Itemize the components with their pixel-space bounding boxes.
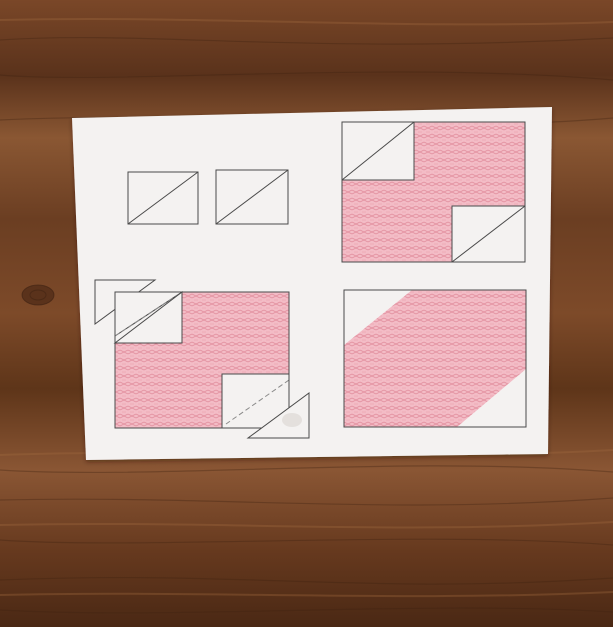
wood-knot (22, 285, 54, 305)
bottom-right-block (344, 290, 526, 427)
top-right-block (342, 122, 525, 262)
bottom-left-block (115, 292, 289, 428)
